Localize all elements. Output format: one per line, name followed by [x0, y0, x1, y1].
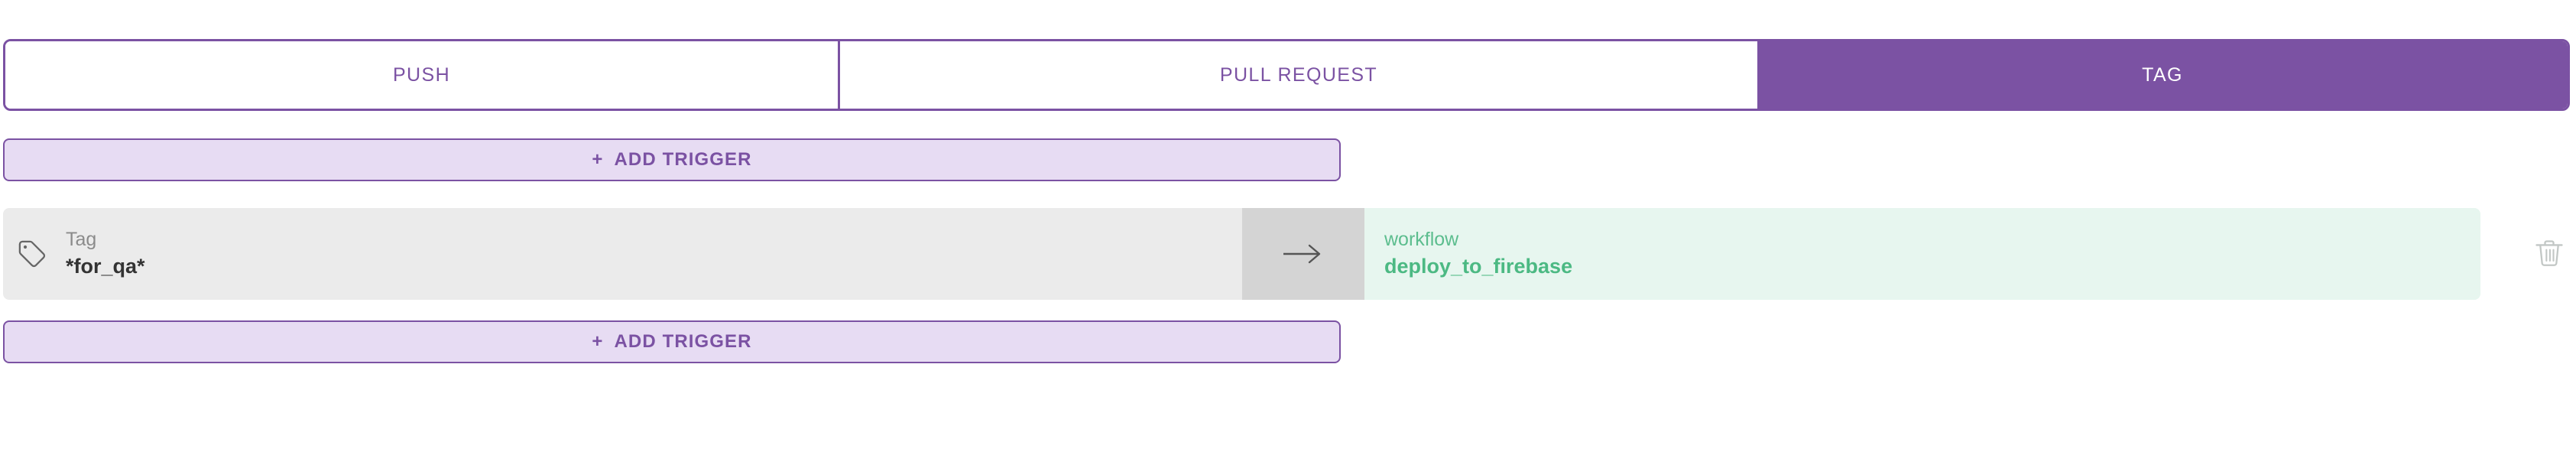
condition-value: *for_qa* — [66, 254, 145, 278]
trigger-condition[interactable]: Tag *for_qa* — [3, 208, 1242, 300]
tab-tag[interactable]: TAG — [1757, 41, 2568, 109]
plus-icon: + — [592, 149, 604, 170]
workflow-value: deploy_to_firebase — [1384, 254, 1573, 278]
condition-texts: Tag *for_qa* — [66, 229, 145, 278]
tab-push[interactable]: PUSH — [5, 41, 840, 109]
trigger-target-workflow[interactable]: workflow deploy_to_firebase — [1364, 208, 2480, 300]
delete-trigger-button[interactable] — [2522, 208, 2576, 300]
trigger-type-tabs: PUSH PULL REQUEST TAG — [3, 39, 2570, 111]
add-trigger-button-top[interactable]: + ADD TRIGGER — [3, 138, 1341, 181]
add-trigger-button-bottom[interactable]: + ADD TRIGGER — [3, 320, 1341, 363]
trash-icon — [2535, 240, 2563, 266]
plus-icon: + — [592, 331, 604, 352]
arrow-separator — [1242, 208, 1364, 300]
workflow-label: workflow — [1384, 229, 1459, 251]
tag-icon — [18, 240, 46, 268]
add-trigger-label: ADD TRIGGER — [614, 331, 752, 352]
arrow-right-icon — [1283, 244, 1321, 264]
add-trigger-label: ADD TRIGGER — [614, 149, 752, 170]
condition-label: Tag — [66, 229, 97, 251]
trigger-row: Tag *for_qa* workflow deploy_to_firebase — [0, 208, 2576, 300]
tab-pull-request[interactable]: PULL REQUEST — [840, 41, 1757, 109]
